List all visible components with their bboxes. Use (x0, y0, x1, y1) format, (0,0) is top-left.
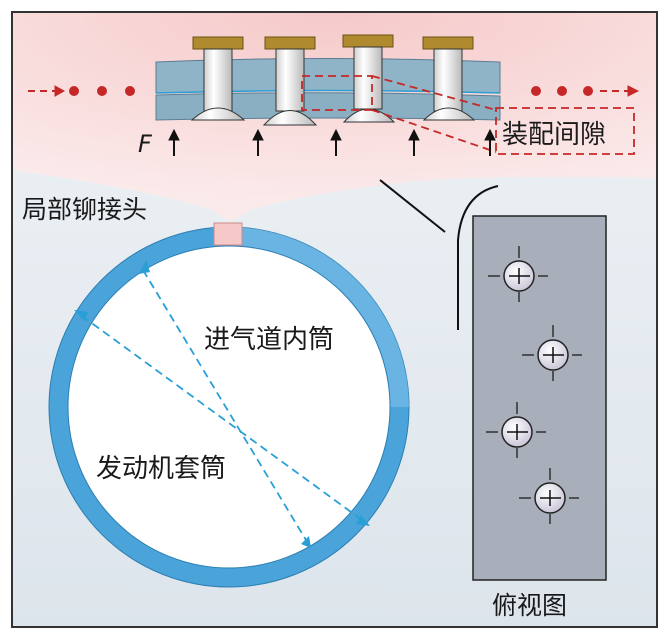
up-arrow-icon (252, 128, 264, 156)
rivet-1 (190, 36, 246, 121)
engine-sleeve-label: 发动机套筒 (96, 454, 226, 484)
cylinder-ring (48, 226, 410, 588)
up-arrow-icon (168, 128, 180, 156)
local-rivet-joint-label: 局部铆接头 (22, 195, 147, 224)
assembly-gap-label: 装配间隙 (502, 120, 606, 150)
diameter-lines (74, 260, 370, 548)
crosshair-circle-icon (519, 468, 579, 524)
up-arrow-icon (484, 128, 496, 156)
up-arrow-icon (330, 128, 342, 156)
top-view-panel (472, 215, 607, 581)
local-joint-marker (213, 222, 243, 246)
up-arrow-icon (408, 128, 420, 156)
crosshair-circle-icon (488, 246, 548, 302)
rivet-2 (262, 36, 318, 126)
connector-line (379, 179, 446, 233)
force-label: F (138, 130, 153, 158)
crosshair-circle-icon (522, 325, 582, 381)
top-view-bracket (457, 185, 499, 330)
top-view-label: 俯视图 (492, 591, 567, 620)
rivet-4 (422, 36, 476, 121)
crosshair-circle-icon (486, 402, 546, 458)
inlet-inner-cylinder-label: 进气道内筒 (204, 325, 334, 355)
right-arrow-icon (531, 85, 640, 97)
assembly-gap-callout (301, 75, 635, 155)
right-arrow-icon (28, 85, 135, 97)
